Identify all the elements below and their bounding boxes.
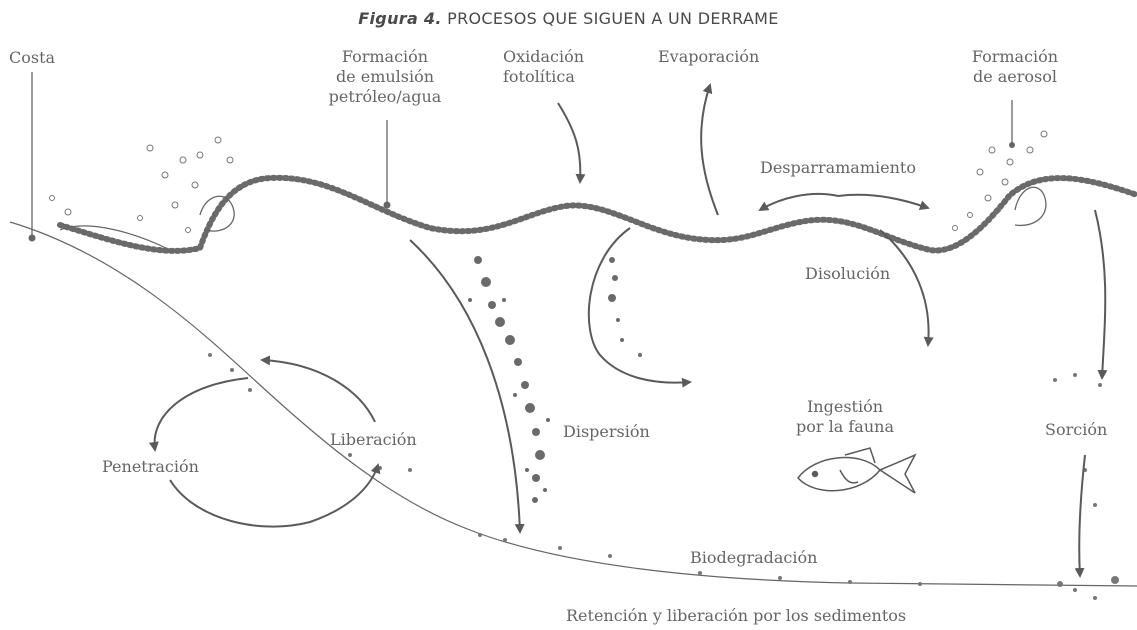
sorption-arrow [1095,210,1105,378]
evaporation-arrow [701,85,718,215]
oxidation-arrow [558,103,580,182]
label-formacion-emulsion-line3: petróleo/agua [300,87,470,107]
label-penetracion: Penetración [102,457,199,477]
emulsion-dot [384,202,391,209]
label-formacion-emulsion-line1: Formación [300,47,470,67]
label-oxidacion-line2: fotolítica [503,67,584,87]
label-evaporacion: Evaporación [658,47,759,67]
spreading-arrow-left [760,194,838,210]
label-ingestion: Ingestión por la fauna [780,397,910,437]
aerosol-dot [1009,142,1015,148]
label-retencion: Retención y liberación por los sedimento… [566,606,906,626]
label-desparramamiento: Desparramamiento [760,158,916,178]
label-ingestion-line1: Ingestión [780,397,910,417]
label-disolucion: Disolución [805,264,890,284]
emulsion-sink-arrow [410,240,520,532]
spreading-arrow-right [838,195,928,208]
sediment-speckles [208,353,1119,600]
label-liberacion: Liberación [330,430,417,450]
spray-left [50,137,234,233]
seabed-line [10,222,1137,586]
label-formacion-aerosol-line1: Formación [950,47,1080,67]
label-dispersion: Dispersión [563,422,650,442]
label-costa: Costa [9,48,55,68]
dispersion-arrow [589,228,690,383]
liberation-arrow-lower [170,465,378,527]
wave-curl-right [1015,187,1046,225]
sorption-sink-arrow [1079,455,1085,576]
label-formacion-emulsion: Formación de emulsión petróleo/agua [300,47,470,107]
fish-icon [798,448,915,493]
label-formacion-aerosol: Formación de aerosol [950,47,1080,87]
penetration-arrow [155,378,248,450]
label-sorcion: Sorción [1045,420,1107,440]
label-biodegradacion: Biodegradación [690,548,817,568]
costa-dot [29,235,36,242]
label-formacion-emulsion-line2: de emulsión [300,67,470,87]
label-oxidacion: Oxidación fotolítica [503,47,584,87]
label-ingestion-line2: por la fauna [780,417,910,437]
label-oxidacion-line1: Oxidación [503,47,584,67]
oil-slick [60,178,1137,251]
liberation-arrow-upper [262,360,375,422]
label-formacion-aerosol-line2: de aerosol [950,67,1080,87]
